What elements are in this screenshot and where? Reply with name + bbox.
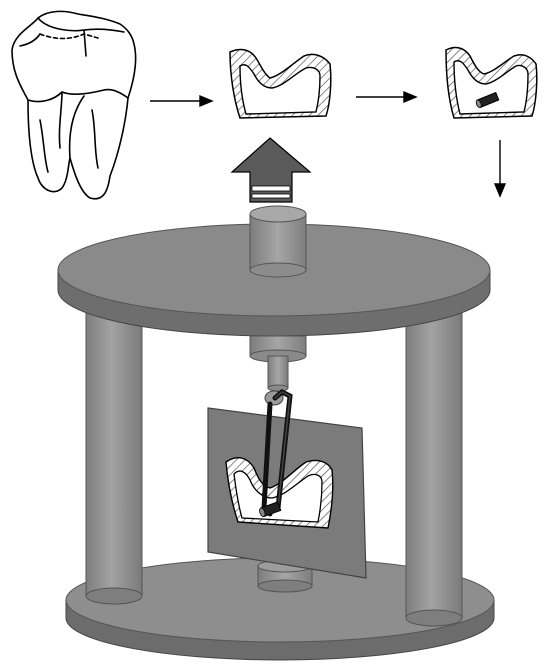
testing-fixture: [58, 206, 494, 660]
column-front-left: [84, 312, 140, 600]
whole-tooth-drawing: [12, 11, 136, 198]
crown-section-drawing: [230, 50, 331, 118]
arrow-right-1: [150, 96, 212, 106]
arrow-down: [495, 140, 505, 196]
upward-block-arrow: [232, 138, 310, 202]
arrow-right-2: [356, 92, 416, 102]
load-cylinder: [250, 206, 306, 277]
section-with-sample-drawing: [446, 48, 537, 118]
column-back-right: [406, 312, 462, 626]
